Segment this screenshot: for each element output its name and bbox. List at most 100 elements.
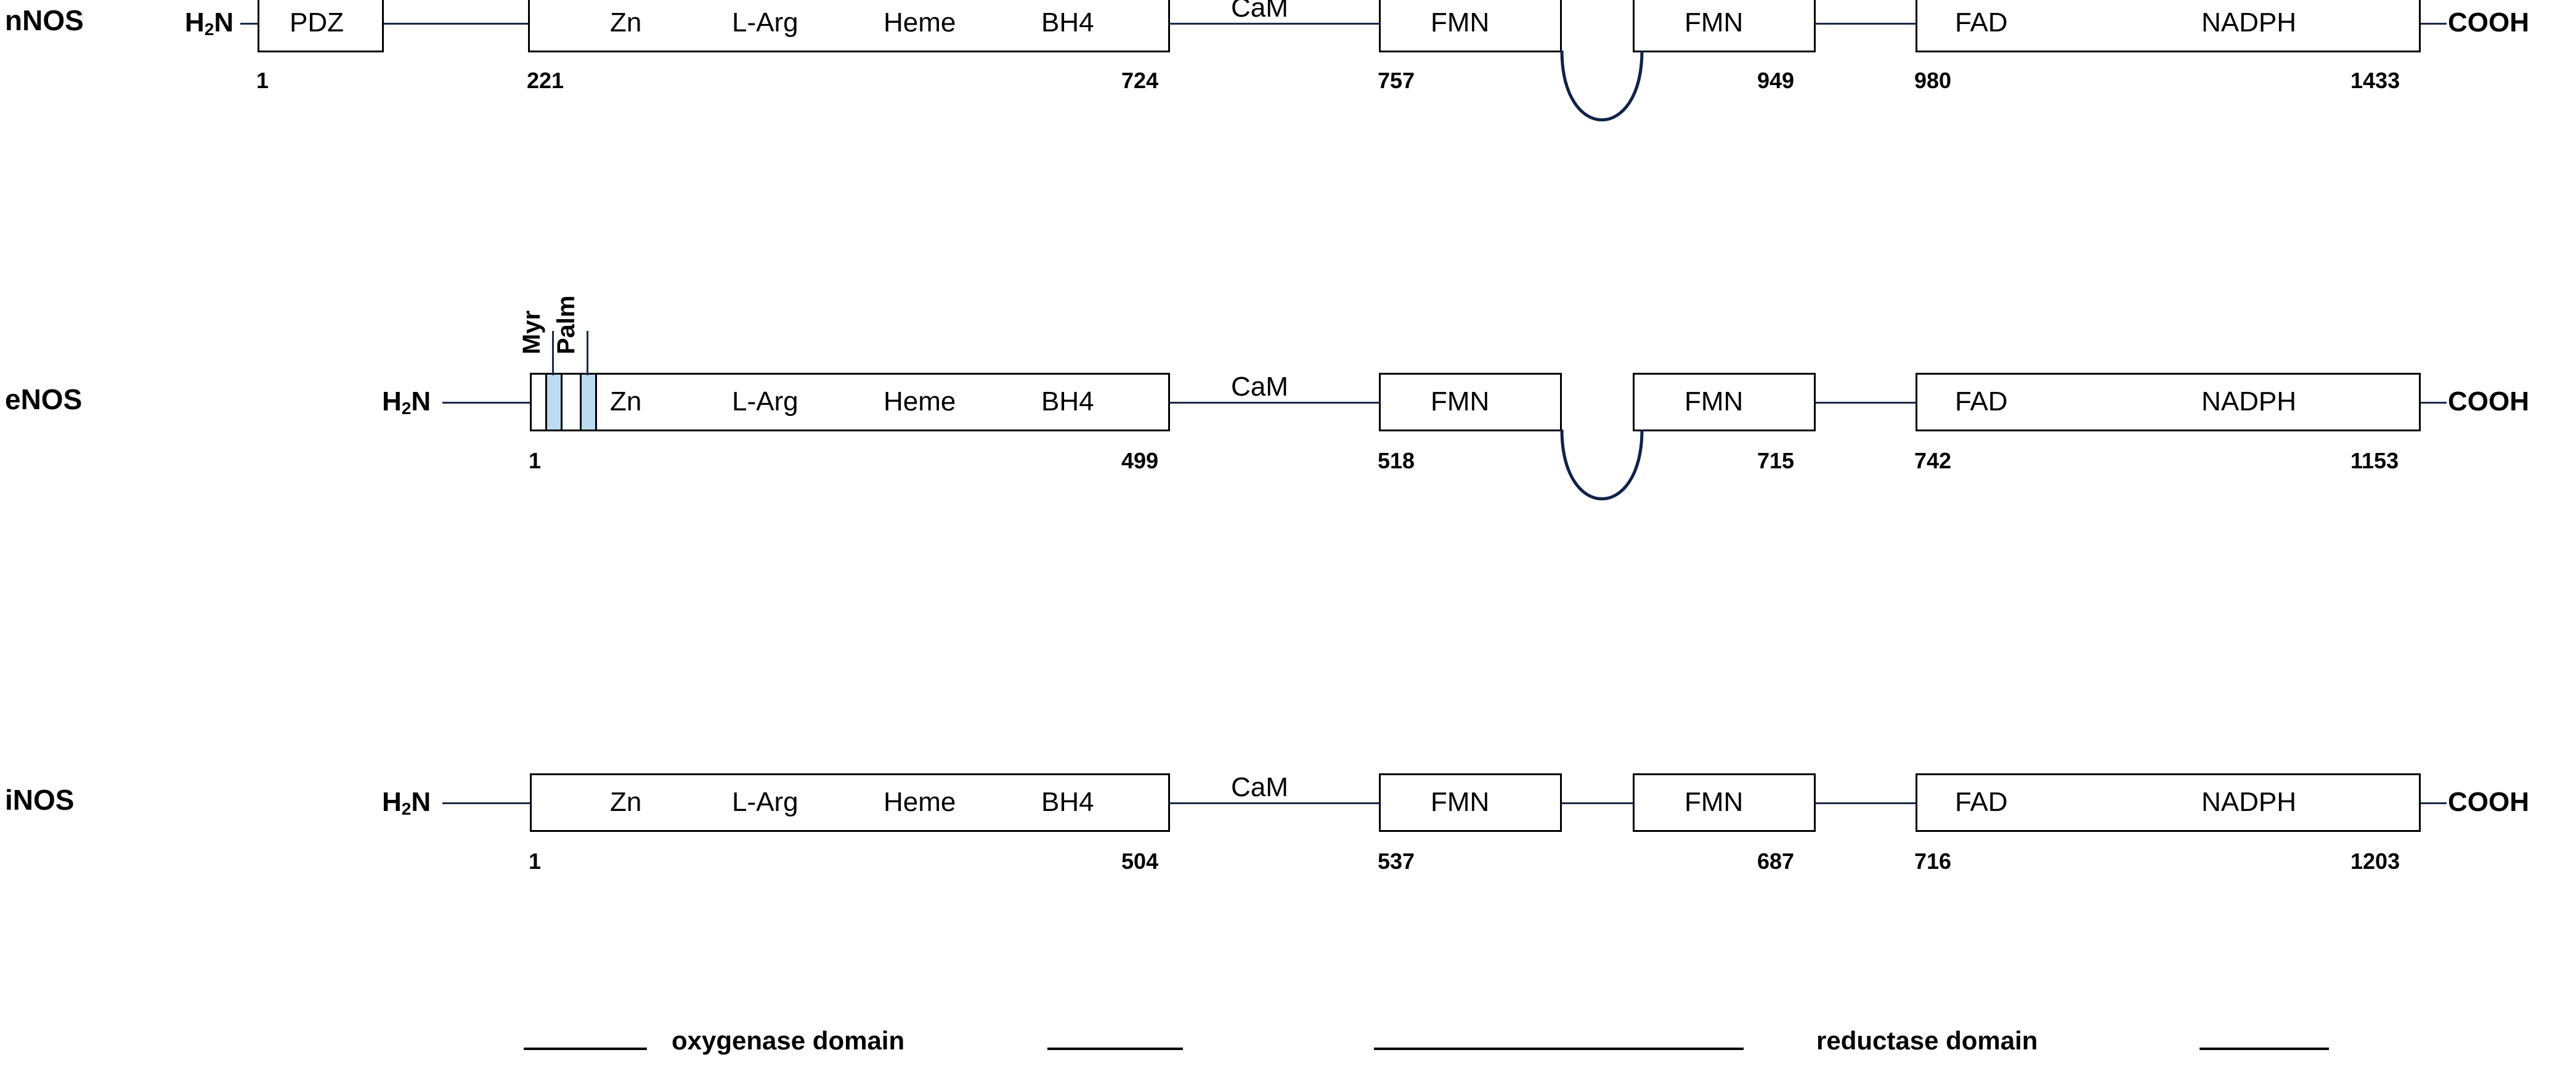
domain-label-larg-nnos: L-Arg xyxy=(732,7,798,38)
domain-box-oxygenase-inos[interactable] xyxy=(530,773,1170,832)
domain-label-zn-enos: Zn xyxy=(610,386,642,417)
fmn-fad-connector-nnos xyxy=(1816,23,1916,25)
isoform-name-nnos: nNOS xyxy=(5,4,84,36)
residue-number-nadph-end-inos: 1203 xyxy=(2350,849,2400,874)
domain-box-reductase-enos[interactable] xyxy=(1916,373,2421,431)
domain-label-heme-inos: Heme xyxy=(884,787,956,817)
isoform-row-inos: iNOS H2N Zn L-Arg Heme BH4 1 504 CaM FMN… xyxy=(0,772,2576,921)
residue-number-fmn1-start-enos: 518 xyxy=(1378,448,1415,473)
residue-number-oxy-end-inos: 504 xyxy=(1121,849,1159,874)
domain-label-bh4-nnos: BH4 xyxy=(1041,7,1094,38)
domain-box-fmn2-nnos[interactable] xyxy=(1633,0,1816,52)
fmn-fmn-connector-inos xyxy=(1562,802,1633,804)
nterm-connector-nnos xyxy=(240,23,259,25)
fmn-fad-connector-inos xyxy=(1816,802,1916,804)
domain-box-reductase-nnos[interactable] xyxy=(1916,0,2421,52)
lipid-label-myr: Myr xyxy=(518,310,545,354)
cterm-connector-nnos xyxy=(2421,23,2447,25)
cam-label-nnos: CaM xyxy=(1231,0,1288,23)
residue-number-oxy-start-nnos: 221 xyxy=(527,68,564,93)
isoform-row-enos: eNOS H2N Myr Palm Zn L-Arg Heme BH4 1 49… xyxy=(0,295,2576,539)
n-terminus-label-enos: H2N xyxy=(382,386,431,418)
domain-label-fmn1-nnos: FMN xyxy=(1431,7,1490,38)
domain-label-fmn2-nnos: FMN xyxy=(1684,7,1744,38)
domain-label-nadph-inos: NADPH xyxy=(2201,787,2297,817)
domain-box-fmn1-inos[interactable] xyxy=(1379,773,1562,832)
legend-rule-oxygenase-right xyxy=(1047,1048,1183,1050)
domain-label-fad-nnos: FAD xyxy=(1955,7,2008,38)
domain-label-bh4-inos: BH4 xyxy=(1041,787,1094,817)
residue-number-oxy-end-nnos: 724 xyxy=(1121,68,1159,93)
domain-label-heme-nnos: Heme xyxy=(884,7,956,38)
residue-number-oxy-start-enos: 1 xyxy=(529,448,542,473)
lipid-tick-myr xyxy=(552,331,554,375)
residue-number-fmn1-start-inos: 537 xyxy=(1378,849,1415,874)
legend-rule-oxygenase-left xyxy=(524,1048,647,1050)
domain-label-fmn2-inos: FMN xyxy=(1684,787,1744,817)
residue-number-fad-start-inos: 716 xyxy=(1914,849,1952,874)
cam-label-enos: CaM xyxy=(1231,372,1288,402)
legend-rule-reductase-left xyxy=(1374,1048,1744,1050)
lipid-band-palm[interactable] xyxy=(580,375,597,430)
residue-number-fmn2-end-nnos: 949 xyxy=(1757,68,1795,93)
cterm-connector-inos xyxy=(2421,802,2447,804)
lipid-label-palm: Palm xyxy=(553,295,580,354)
fmn-fmn-arc-nnos xyxy=(1560,51,1644,121)
c-terminus-label-enos: COOH xyxy=(2448,386,2529,417)
fmn-fmn-arc-enos xyxy=(1560,430,1644,500)
pdz-oxy-connector-nnos xyxy=(384,23,528,25)
cam-linker-enos xyxy=(1170,402,1379,404)
fmn-fad-connector-enos xyxy=(1816,402,1916,404)
cterm-connector-enos xyxy=(2421,402,2447,404)
domain-label-fmn1-inos: FMN xyxy=(1431,787,1490,817)
residue-number-nadph-end-nnos: 1433 xyxy=(2350,68,2400,93)
domain-label-bh4-enos: BH4 xyxy=(1041,386,1094,417)
domain-label-nadph-nnos: NADPH xyxy=(2201,7,2297,38)
domain-label-larg-enos: L-Arg xyxy=(732,386,798,417)
c-terminus-label-nnos: COOH xyxy=(2448,7,2529,38)
domain-label-heme-enos: Heme xyxy=(884,386,956,417)
domain-label-fmn1-enos: FMN xyxy=(1431,386,1490,417)
residue-number-fmn1-start-nnos: 757 xyxy=(1378,68,1415,93)
domain-box-fmn2-inos[interactable] xyxy=(1633,773,1816,832)
residue-number-oxy-start-inos: 1 xyxy=(529,849,542,874)
c-terminus-label-inos: COOH xyxy=(2448,787,2529,817)
domain-box-fmn1-nnos[interactable] xyxy=(1379,0,1562,52)
cam-label-inos: CaM xyxy=(1231,772,1288,802)
domain-label-fad-enos: FAD xyxy=(1955,386,2008,417)
domain-box-pdz-nnos[interactable] xyxy=(258,0,384,52)
domain-label-zn-nnos: Zn xyxy=(610,7,642,38)
domain-label-pdz: PDZ xyxy=(290,7,344,38)
lipid-band-myr[interactable] xyxy=(545,375,563,430)
domain-box-fmn2-enos[interactable] xyxy=(1633,373,1816,431)
domain-label-fmn2-enos: FMN xyxy=(1684,386,1744,417)
domain-label-nadph-enos: NADPH xyxy=(2201,386,2297,417)
residue-number-oxy-end-enos: 499 xyxy=(1121,448,1159,473)
lipid-tick-palm xyxy=(587,331,588,375)
domain-box-fmn1-enos[interactable] xyxy=(1379,373,1562,431)
nterm-connector-inos xyxy=(442,802,530,804)
nterm-connector-enos xyxy=(442,402,530,404)
residue-number-fmn2-end-inos: 687 xyxy=(1757,849,1795,874)
n-terminus-label-nnos: H2N xyxy=(185,7,234,39)
residue-number-fad-start-nnos: 980 xyxy=(1914,68,1952,93)
residue-number-nadph-end-enos: 1153 xyxy=(2350,448,2399,473)
legend-label-reductase: reductase domain xyxy=(1816,1026,2038,1055)
isoform-name-enos: eNOS xyxy=(5,383,83,415)
residue-number-pdz-start: 1 xyxy=(256,68,269,93)
legend-label-oxygenase: oxygenase domain xyxy=(672,1026,905,1055)
domain-box-oxygenase-enos[interactable] xyxy=(530,373,1170,431)
domain-label-fad-inos: FAD xyxy=(1955,787,2008,817)
residue-number-fmn2-end-enos: 715 xyxy=(1757,448,1795,473)
isoform-row-nnos: nNOS H2N PDZ 1 Zn L-Arg Heme BH4 221 724… xyxy=(0,0,2576,142)
cam-linker-inos xyxy=(1170,802,1379,804)
domain-box-reductase-inos[interactable] xyxy=(1916,773,2421,832)
legend-rule-reductase-right xyxy=(2200,1048,2329,1050)
n-terminus-label-inos: H2N xyxy=(382,787,431,818)
domain-label-larg-inos: L-Arg xyxy=(732,787,798,817)
cam-linker-nnos xyxy=(1170,23,1379,25)
domain-label-zn-inos: Zn xyxy=(610,787,642,817)
residue-number-fad-start-enos: 742 xyxy=(1914,448,1952,473)
domain-box-oxygenase-nnos[interactable] xyxy=(528,0,1170,52)
isoform-name-inos: iNOS xyxy=(5,784,75,816)
